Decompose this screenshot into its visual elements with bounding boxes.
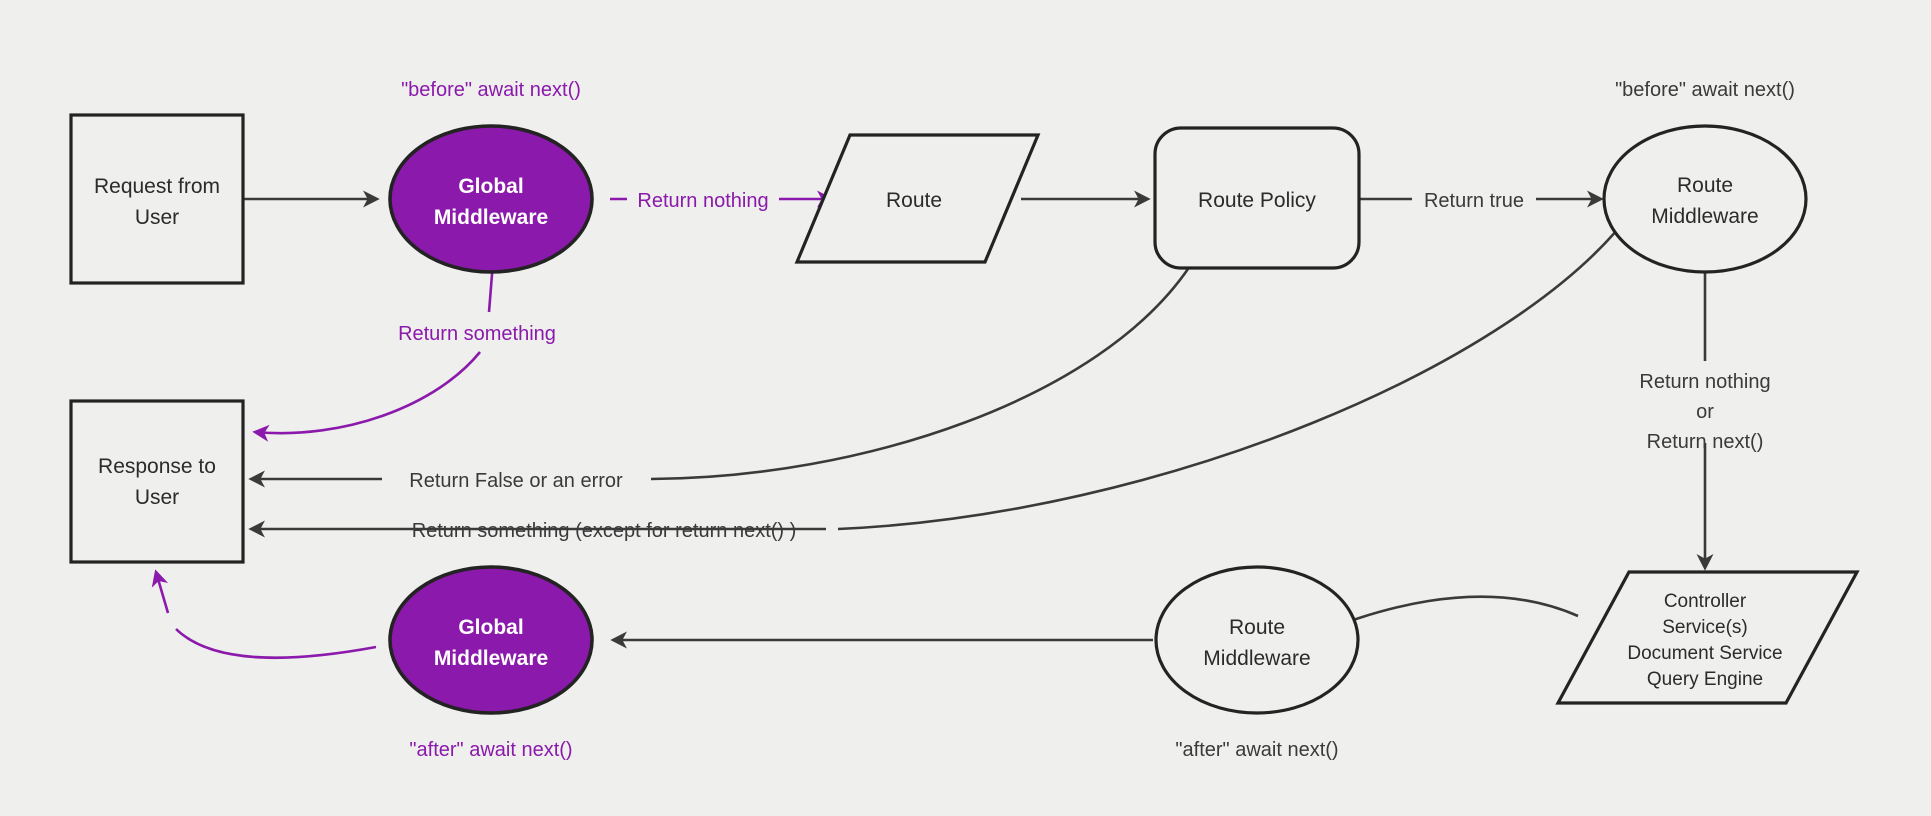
edge-route-mw-to-response — [248, 209, 1635, 538]
node-route-policy[interactable]: Route Policy — [1153, 126, 1361, 270]
node-global-middleware-after[interactable]: Global Middleware — [388, 565, 594, 715]
node-controller-services[interactable]: Controller Service(s) Document Service Q… — [1555, 570, 1860, 705]
node-route-middleware-after-line1: Route — [1229, 616, 1285, 639]
node-request-from-user-line1: Request from — [94, 175, 220, 198]
edge-label-or: or — [1696, 401, 1714, 423]
node-global-middleware-before-line1: Global — [458, 175, 523, 198]
node-route-middleware-before-line1: Route — [1677, 174, 1733, 197]
node-route-label: Route — [886, 189, 942, 212]
edge-label-return-true: Return true — [1424, 190, 1524, 212]
edge-label-return-next: Return next() — [1647, 431, 1764, 453]
node-global-middleware-after-line1: Global — [458, 616, 523, 639]
node-controller-services-line4: Query Engine — [1647, 669, 1763, 690]
node-route-middleware-after[interactable]: Route Middleware — [1154, 565, 1360, 715]
node-route-middleware-before[interactable]: Route Middleware — [1602, 124, 1808, 274]
annotation-global-before-caption: "before" await next() — [401, 79, 581, 101]
node-route[interactable]: Route — [794, 133, 1041, 264]
node-request-from-user-line2: User — [135, 206, 179, 229]
annotation-route-mw-after-caption: "after" await next() — [1175, 739, 1338, 761]
node-global-middleware-before-line2: Middleware — [434, 206, 548, 229]
node-response-to-user-line1: Response to — [98, 455, 216, 478]
node-route-middleware-before-line2: Middleware — [1651, 205, 1758, 228]
node-request-from-user[interactable]: Request from User — [69, 113, 245, 285]
node-controller-services-line1: Controller — [1664, 591, 1747, 612]
node-controller-services-line3: Document Service — [1627, 643, 1782, 664]
edge-policy-to-response — [248, 265, 1192, 488]
edge-global-after-to-response — [151, 569, 377, 660]
node-response-to-user[interactable]: Response to User — [69, 399, 245, 564]
edge-global-to-response — [252, 261, 495, 442]
node-route-middleware-after-line2: Middleware — [1203, 647, 1310, 670]
node-global-middleware-before[interactable]: Global Middleware — [388, 124, 594, 274]
annotation-global-after-caption: "after" await next() — [409, 739, 572, 761]
node-controller-services-line2: Service(s) — [1662, 617, 1748, 638]
node-response-to-user-line2: User — [135, 486, 179, 509]
edge-label-return-false-or-error: Return False or an error — [409, 470, 623, 492]
node-global-middleware-after-line2: Middleware — [434, 647, 548, 670]
edge-label-return-nothing-2: Return nothing — [1639, 371, 1770, 393]
edge-label-return-something: Return something — [398, 323, 556, 345]
annotation-route-mw-before-caption: "before" await next() — [1615, 79, 1795, 101]
node-route-policy-label: Route Policy — [1198, 189, 1316, 212]
edge-label-return-nothing: Return nothing — [637, 190, 768, 212]
edge-label-return-something-except: Return something (except for return next… — [412, 520, 797, 542]
